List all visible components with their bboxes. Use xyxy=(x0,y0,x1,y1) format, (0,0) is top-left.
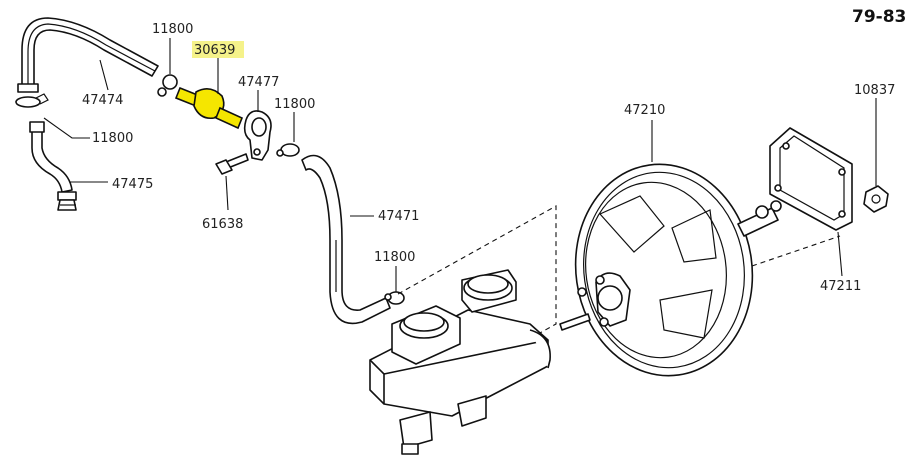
label-11800-low: 11800 xyxy=(374,250,415,265)
label-10837: 10837 xyxy=(854,83,895,98)
alignment-dashes-right xyxy=(751,235,841,267)
diagram-year-range: 79-83 xyxy=(852,7,906,27)
hose-47474[interactable] xyxy=(17,17,159,93)
label-61638: 61638 xyxy=(202,217,243,232)
bolt-61638[interactable] xyxy=(215,153,249,175)
label-47477: 47477 xyxy=(238,75,279,90)
hose-47471[interactable] xyxy=(301,154,391,325)
label-30639-highlight xyxy=(192,41,244,58)
bracket-47477[interactable] xyxy=(243,110,272,161)
label-11800-left: 11800 xyxy=(92,131,133,146)
label-11800-mid: 11800 xyxy=(274,97,315,112)
hose-47475[interactable] xyxy=(29,121,77,211)
part-labels: 79-83 11800 30639 47477 47474 11800 1180… xyxy=(82,7,906,294)
leader-lines xyxy=(43,38,877,292)
nut-10837[interactable] xyxy=(863,185,889,213)
label-11800-top: 11800 xyxy=(152,22,193,37)
label-47211: 47211 xyxy=(820,279,861,294)
clamp-11800-a[interactable] xyxy=(15,93,49,108)
clamp-11800-c[interactable] xyxy=(276,143,300,157)
gasket-47211[interactable] xyxy=(769,127,853,231)
brake-booster-47210[interactable] xyxy=(559,153,782,387)
alignment-dashes-left xyxy=(397,205,557,401)
clamp-11800-b[interactable] xyxy=(157,74,178,97)
label-47471: 47471 xyxy=(378,209,419,224)
label-30639: 30639 xyxy=(194,43,235,58)
master-cylinder[interactable] xyxy=(369,269,551,455)
check-valve-30639[interactable] xyxy=(174,86,244,130)
label-47474: 47474 xyxy=(82,93,123,108)
label-47475: 47475 xyxy=(112,177,153,192)
label-47210: 47210 xyxy=(624,103,665,118)
